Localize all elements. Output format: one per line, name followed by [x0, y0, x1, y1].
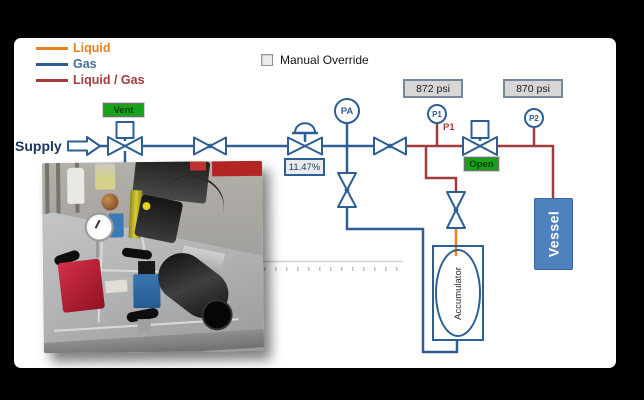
vessel-inlet-valve-icon[interactable]: [462, 120, 498, 156]
liquid-line-swatch: [36, 46, 68, 50]
p1-pressure-indicator: 872 psi: [403, 79, 463, 98]
setpoint-slider[interactable]: [248, 260, 403, 271]
manual-override-label: Manual Override: [280, 53, 369, 67]
photo-red-cabinet: [190, 161, 207, 171]
legend: Liquid Gas Liquid / Gas: [36, 40, 145, 88]
manual-override-control[interactable]: Manual Override: [261, 53, 369, 67]
p1-tag-label: P1: [443, 122, 455, 133]
accumulator-bladder: Accumulator: [435, 249, 481, 337]
photo-blue-manifold: [133, 273, 161, 309]
open-state-label[interactable]: Open: [463, 156, 500, 172]
legend-label: Liquid: [73, 41, 111, 55]
vent-valve-icon[interactable]: [107, 121, 143, 156]
manual-override-checkbox[interactable]: [261, 54, 273, 66]
photo-beaker: [95, 163, 116, 190]
legend-label: Gas: [73, 57, 97, 71]
pa-gauge: PA: [334, 98, 360, 124]
photo-copper-fitting: [101, 193, 119, 211]
liquid-gas-pipes: [402, 124, 555, 200]
legend-label: Liquid / Gas: [73, 73, 145, 87]
gas-pipes: [100, 123, 459, 354]
supply-label: Supply: [15, 138, 62, 154]
photo-cart-leg: [56, 162, 61, 219]
vent-state-label[interactable]: Vent: [102, 102, 145, 118]
photo-red-cabinet: [212, 160, 263, 177]
legend-item-gas: Gas: [36, 56, 145, 72]
photo-bottle: [67, 167, 85, 204]
photo-motor-face: [201, 299, 233, 331]
photo-red-pump: [57, 258, 106, 314]
gas-outlet-valve-icon[interactable]: [373, 136, 407, 156]
liquid-gas-line-swatch: [36, 78, 68, 82]
gas-line-swatch: [36, 62, 68, 66]
control-valve-icon[interactable]: [287, 122, 323, 156]
p1-gauge: P1: [427, 104, 447, 124]
valve-opening-indicator: 11.47%: [284, 158, 325, 176]
photo-white-fitting: [104, 279, 128, 294]
accumulator-label: Accumulator: [452, 266, 464, 320]
photo-gauge-stem: [95, 239, 100, 258]
photo-pressure-gauge: [84, 212, 114, 242]
equipment-photo: [42, 160, 264, 354]
accumulator: Accumulator: [432, 245, 484, 341]
photo-valve-body: [137, 319, 151, 333]
accumulator-valve-icon[interactable]: [446, 191, 466, 229]
vessel: Vessel: [534, 198, 573, 270]
isolation-valve-icon[interactable]: [193, 136, 227, 156]
legend-item-liquid: Liquid: [36, 40, 145, 56]
p2-pressure-indicator: 870 psi: [503, 79, 563, 98]
legend-item-liquid-gas: Liquid / Gas: [36, 72, 145, 88]
supply-arrow-icon: [67, 136, 101, 156]
vessel-label: Vessel: [545, 210, 562, 258]
photo-yellow-knob: [142, 202, 151, 211]
p2-gauge: P2: [524, 108, 544, 128]
bypass-valve-icon[interactable]: [337, 172, 357, 208]
photo-valve-actuator: [133, 194, 184, 244]
